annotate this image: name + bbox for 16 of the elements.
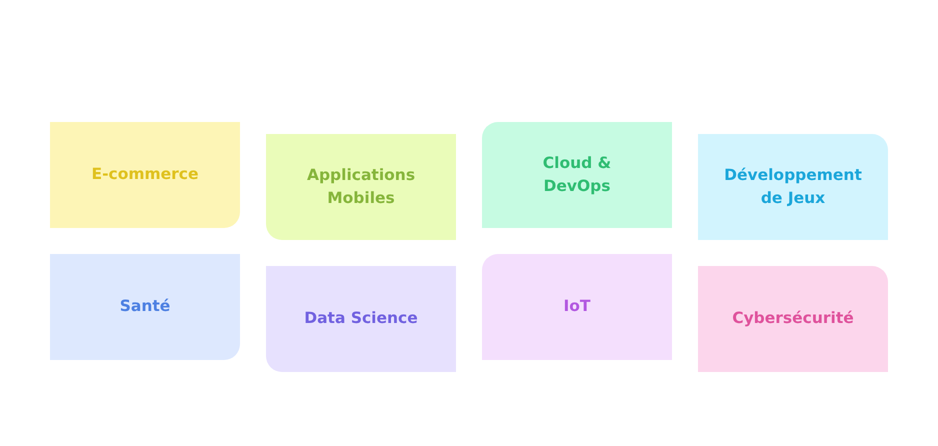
- note-label: Cloud & DevOps: [542, 152, 612, 197]
- sticky-note: [482, 254, 672, 360]
- note-label: Développement de Jeux: [723, 164, 863, 209]
- note-label: IoT: [564, 296, 590, 318]
- note-label: E-commerce: [91, 164, 199, 186]
- sticky-note: [482, 122, 672, 228]
- sticky-note: [50, 254, 240, 360]
- note-label: Santé: [120, 296, 170, 318]
- sticky-note: [50, 122, 240, 228]
- sticky-note: [266, 266, 456, 372]
- sticky-note: [698, 266, 888, 372]
- note-label: Applications Mobiles: [306, 164, 416, 209]
- sticky-note: [698, 134, 888, 240]
- note-label: Cybersécurité: [732, 308, 854, 330]
- sticky-note: [266, 134, 456, 240]
- note-label: Data Science: [304, 308, 418, 330]
